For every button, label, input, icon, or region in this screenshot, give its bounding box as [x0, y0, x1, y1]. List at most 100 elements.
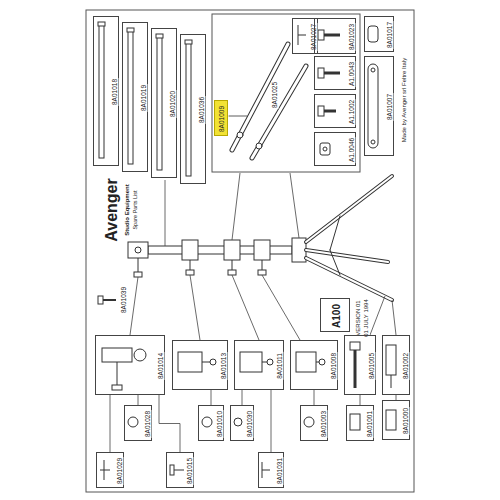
sheet-note: 01 JULY 1994: [363, 298, 370, 337]
small-part: [368, 64, 378, 148]
part-sketch: [112, 385, 122, 390]
arm-part: [229, 116, 247, 117]
stand-body: [258, 270, 266, 275]
tripod-leg: [306, 250, 388, 262]
part-sketch: [104, 460, 105, 480]
small-part: [103, 299, 116, 301]
leader-line: [190, 275, 200, 340]
part-sketch: [350, 342, 360, 350]
part-box: A1.0046: [314, 132, 356, 166]
stand-body: [186, 270, 194, 275]
part-number: 8A01023: [348, 23, 355, 51]
part-box: 8A01017: [364, 16, 394, 52]
leader-line: [370, 296, 385, 335]
stand-body: [128, 238, 306, 277]
model-number: A100: [331, 303, 342, 329]
part-sketch: [117, 362, 118, 385]
part-box: 8A01028: [124, 405, 152, 441]
tripod-leg: [330, 216, 340, 250]
leader-line: [232, 173, 240, 240]
arm-part: [232, 44, 288, 150]
small-part: [324, 34, 340, 37]
small-part: [371, 140, 375, 144]
small-part: [98, 25, 378, 304]
part-number: 8A01039: [120, 286, 127, 314]
part-sketch: [102, 348, 132, 362]
part-box: 8A01029: [96, 452, 124, 488]
rod-part: [127, 28, 134, 32]
part-box: 8A01000: [382, 400, 410, 440]
stand-body: [128, 242, 148, 258]
part-box: 8A01036: [180, 34, 206, 184]
part-sketch: [267, 359, 273, 365]
rod-part: [186, 42, 191, 176]
part-number: 8A01020: [169, 90, 176, 118]
part-number: 8A01000: [402, 407, 409, 435]
stand-body: [182, 240, 198, 260]
stand-body: [292, 238, 306, 262]
stand-body: [232, 260, 233, 270]
part-sketch: [386, 410, 396, 430]
highlight-tag: 8A01009: [214, 100, 228, 136]
part-box: 8A01020: [151, 28, 177, 178]
part-box: 8A01018: [93, 16, 119, 166]
small-part: [318, 106, 324, 116]
tree-connector: [159, 395, 180, 452]
stand-body: [262, 260, 263, 270]
small-part: [323, 147, 327, 151]
part-box: 8A01011: [234, 340, 284, 390]
part-sketch: [240, 352, 262, 372]
part-sketch: [262, 470, 270, 471]
leader-line: [165, 180, 166, 246]
part-box: 8A01010: [198, 405, 224, 441]
part-box: 8A01002: [382, 335, 410, 395]
stand-body: [134, 272, 142, 277]
small-part: [318, 68, 324, 78]
arm-part: [229, 44, 306, 158]
part-sketch: [386, 345, 396, 375]
part-box: 8A01031: [258, 452, 284, 488]
arm-part: [232, 44, 288, 150]
part-number: A1.1002: [348, 99, 355, 125]
tree-connector: [110, 395, 111, 452]
small-part: [98, 296, 103, 304]
arm-part: [252, 66, 306, 158]
small-part: [318, 30, 324, 40]
small-part: [324, 110, 336, 113]
part-sketch: [202, 417, 212, 427]
small-part: [324, 72, 340, 75]
leader-line: [130, 173, 396, 340]
rod-part: [98, 22, 105, 26]
stand-body: [138, 258, 139, 272]
small-part: [298, 25, 299, 45]
tripod-leg: [306, 176, 392, 242]
tree-connector: [360, 395, 361, 405]
stand-body: [135, 247, 141, 253]
tripod-leg: [306, 176, 392, 300]
leader-line: [262, 275, 300, 340]
part-number: 8A01001: [366, 410, 373, 438]
part-number: 8A01030: [246, 410, 253, 438]
rod-part: [128, 30, 133, 164]
small-part: [298, 35, 306, 36]
part-box: A1.1002: [314, 94, 356, 128]
model-box: A100: [320, 298, 350, 332]
arm-part: [252, 66, 306, 158]
tree-connector: [211, 390, 212, 405]
part-sketch: [304, 417, 314, 427]
part-number: 8A01003: [320, 410, 327, 438]
tripod-leg: [330, 250, 340, 275]
arm-part: [256, 143, 262, 149]
rod-part: [157, 36, 162, 170]
part-box: 8A01019: [122, 22, 148, 172]
part-sketch: [100, 342, 396, 480]
arm-part: [237, 132, 243, 138]
tree-connector: [242, 390, 243, 405]
small-part: [368, 26, 378, 42]
tree-connector: [314, 390, 315, 405]
part-sketch: [296, 352, 316, 372]
page-frame: [86, 10, 414, 492]
part-sketch: [210, 359, 216, 365]
part-box: 8A01005: [344, 335, 376, 395]
part-number: 8A01031: [276, 457, 283, 485]
